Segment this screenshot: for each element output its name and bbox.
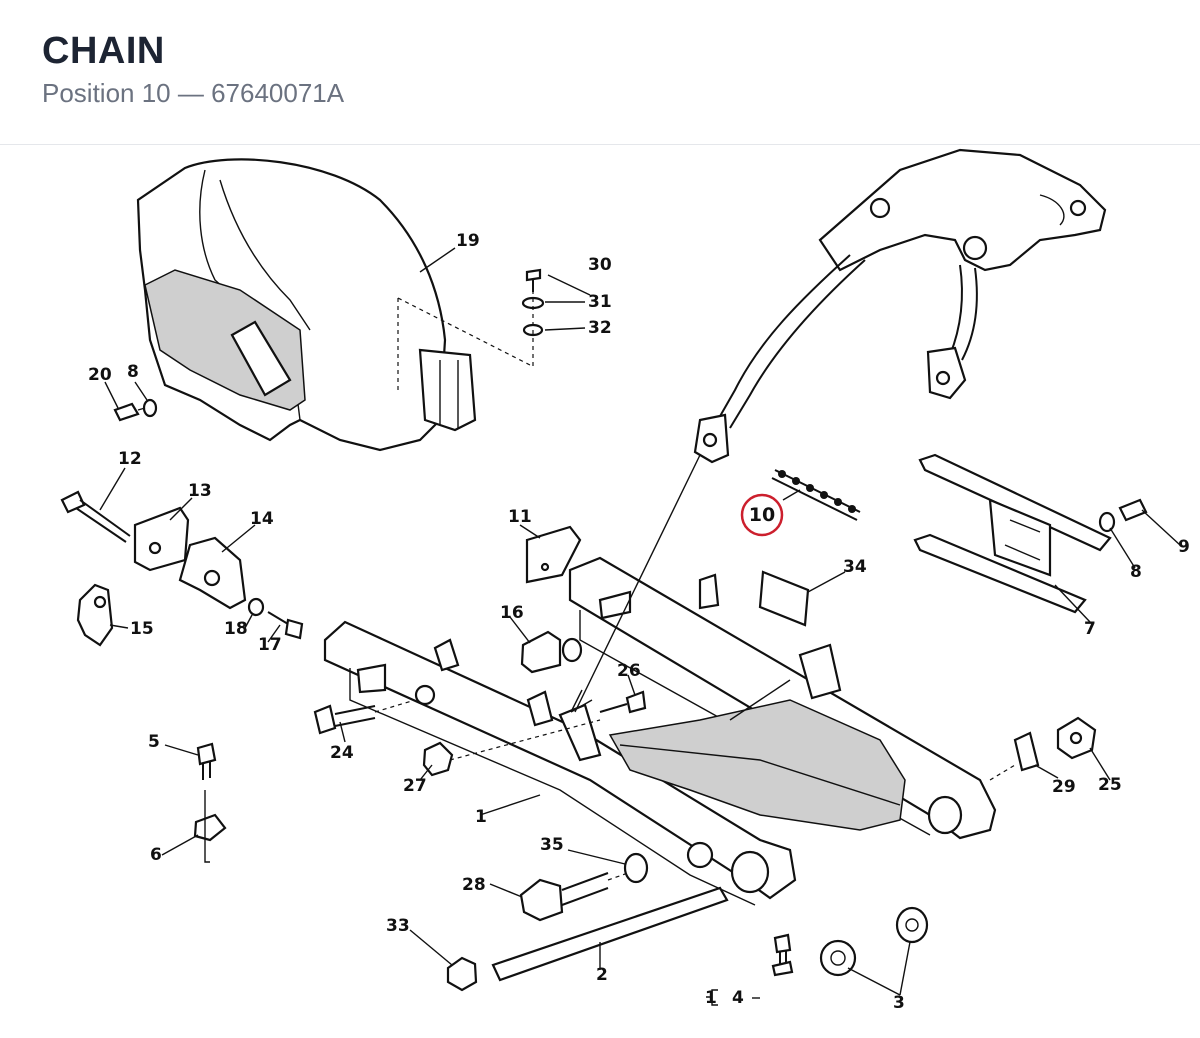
swing-arm-part-1[interactable] (323, 556, 997, 906)
callout-8-right[interactable]: 8 (1130, 562, 1142, 582)
leader-lines (99, 247, 1181, 999)
callout-27[interactable]: 27 (403, 776, 427, 796)
callout-13[interactable]: 13 (188, 481, 212, 501)
page-subtitle: Position 10 — 67640071A (42, 78, 345, 108)
chain-guard-part-19[interactable] (136, 158, 531, 452)
bolt-17-nut-18[interactable] (247, 597, 304, 640)
callout-32[interactable]: 32 (588, 318, 612, 338)
highlighted-callout-10[interactable]: 10 (740, 493, 784, 537)
callout-7[interactable]: 7 (1084, 619, 1096, 639)
diagram-svg: 1 1 2 3 4 5 6 7 8 8 9 11 12 13 14 15 16 … (60, 148, 1190, 1013)
callout-20[interactable]: 20 (88, 365, 112, 385)
highlight-label: 10 (749, 504, 775, 526)
callout-31[interactable]: 31 (588, 292, 612, 312)
callout-9[interactable]: 9 (1178, 537, 1190, 557)
callout-6[interactable]: 6 (150, 845, 162, 865)
bolt-5-nut-6[interactable] (193, 742, 227, 863)
callout-16[interactable]: 16 (500, 603, 524, 623)
callout-3[interactable]: 3 (893, 993, 905, 1013)
callout-30[interactable]: 30 (588, 255, 612, 275)
callout-35[interactable]: 35 (540, 835, 564, 855)
nut-part-33[interactable] (446, 956, 478, 992)
callout-24[interactable]: 24 (330, 743, 354, 763)
callout-28[interactable]: 28 (462, 875, 486, 895)
callout-34[interactable]: 34 (843, 557, 867, 577)
callout-2[interactable]: 2 (596, 965, 608, 985)
washers-part-3[interactable] (819, 906, 929, 977)
highlight-circle (740, 493, 784, 537)
callout-26[interactable]: 26 (617, 661, 641, 681)
bolt-stack-30-32[interactable] (521, 268, 545, 370)
exploded-parts-diagram: 1 1 2 3 4 5 6 7 8 8 9 11 12 13 14 15 16 … (0, 145, 1200, 1033)
callout-5[interactable]: 5 (148, 732, 160, 752)
bolt-part-24[interactable] (313, 684, 436, 735)
callout-29[interactable]: 29 (1052, 777, 1076, 797)
page-header: CHAIN Position 10 — 67640071A (0, 0, 1200, 144)
callout-1[interactable]: 1 (475, 807, 487, 827)
shock-linkage-upper[interactable] (693, 148, 1107, 464)
callout-18[interactable]: 18 (224, 619, 248, 639)
callout-14[interactable]: 14 (250, 509, 274, 529)
axle-part-2[interactable] (491, 886, 729, 982)
bracket-part-11[interactable] (525, 525, 582, 584)
callout-15[interactable]: 15 (130, 619, 154, 639)
callout-33[interactable]: 33 (386, 916, 410, 936)
callout-4[interactable]: 4 (732, 988, 744, 1008)
washer-35-bolt-28[interactable] (519, 852, 649, 922)
bolt-part-26[interactable] (599, 690, 647, 714)
callout-11[interactable]: 11 (508, 507, 532, 527)
bolt-9-washer-8[interactable] (1098, 498, 1148, 533)
adjuster-29-nut-25[interactable] (989, 716, 1097, 781)
chain-part-10[interactable] (771, 469, 861, 521)
callout-12[interactable]: 12 (118, 449, 142, 469)
header-divider (0, 144, 1200, 145)
page-title: CHAIN (42, 30, 165, 72)
callout-17[interactable]: 17 (258, 635, 282, 655)
callout-labels: 1 1 2 3 4 5 6 7 8 8 9 11 12 13 14 15 16 … (88, 231, 1190, 1013)
callout-19[interactable]: 19 (456, 231, 480, 251)
bracket-part-15[interactable] (76, 583, 114, 647)
callout-1-bracket[interactable]: 1 (705, 988, 717, 1008)
pad-part-34[interactable] (758, 570, 810, 627)
collar-part-16[interactable] (520, 630, 583, 674)
callout-8-top[interactable]: 8 (127, 362, 139, 382)
bolt-20-washer-8[interactable] (113, 398, 158, 422)
callout-25[interactable]: 25 (1098, 775, 1122, 795)
chain-slider-part-7[interactable] (913, 453, 1112, 614)
adjuster-parts-12-14[interactable] (60, 490, 247, 610)
bolt-part-4[interactable] (771, 933, 794, 977)
